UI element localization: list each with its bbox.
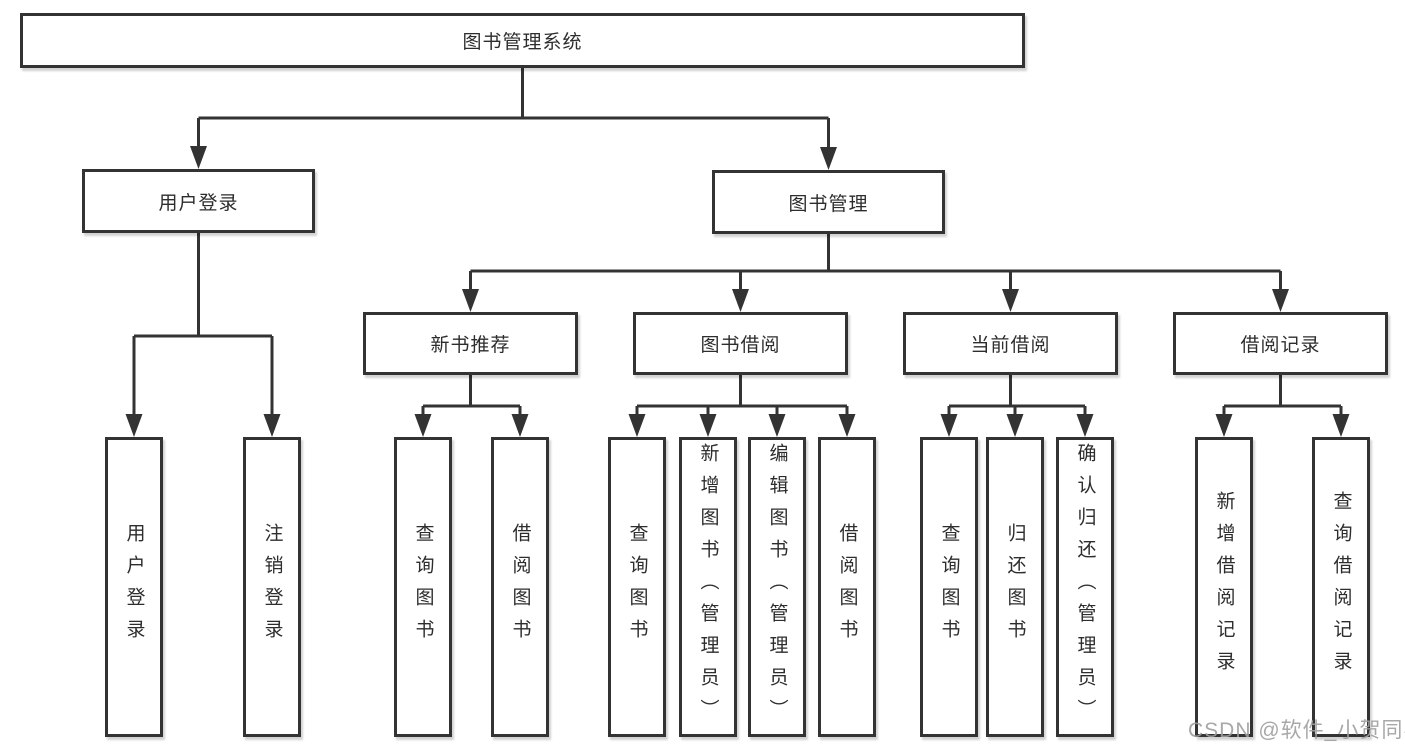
leaf-borrowing-add-books-admin: 新增图书（管理员） <box>679 437 737 737</box>
node-root-system: 图书管理系统 <box>20 13 1025 68</box>
node-current-borrowing: 当前借阅 <box>903 312 1118 375</box>
leaf-current-confirm-return-admin: 确认归还（管理员） <box>1056 437 1114 737</box>
leaf-newrec-query-books: 查询图书 <box>394 437 452 737</box>
leaf-user-login: 用户登录 <box>105 437 163 737</box>
leaf-newrec-query-books-label: 查询图书 <box>412 523 434 651</box>
leaf-current-return-books: 归还图书 <box>986 437 1044 737</box>
csdn-watermark: CSDN @软件_小贺同学 <box>1188 719 1405 742</box>
node-user-login: 用户登录 <box>82 169 315 233</box>
leaf-logout: 注销登录 <box>243 437 301 737</box>
leaf-records-query-borrow-record-label: 查询借阅记录 <box>1330 491 1352 683</box>
leaf-user-login-label: 用户登录 <box>123 523 145 651</box>
leaf-borrowing-borrow-books-label: 借阅图书 <box>836 523 858 651</box>
node-book-management: 图书管理 <box>712 170 945 234</box>
leaf-current-query-books-label: 查询图书 <box>938 523 960 651</box>
node-borrowing-records: 借阅记录 <box>1173 312 1388 375</box>
leaf-records-add-borrow-record-label: 新增借阅记录 <box>1213 491 1235 683</box>
leaf-current-return-books-label: 归还图书 <box>1004 523 1026 651</box>
leaf-logout-label: 注销登录 <box>261 523 283 651</box>
leaf-current-query-books: 查询图书 <box>920 437 978 737</box>
leaf-newrec-borrow-books-label: 借阅图书 <box>509 523 531 651</box>
leaf-borrowing-edit-books-admin-label: 编辑图书（管理员） <box>766 443 788 731</box>
node-new-book-recommend-label: 新书推荐 <box>430 335 511 356</box>
leaf-borrowing-add-books-admin-label: 新增图书（管理员） <box>697 443 719 731</box>
leaf-newrec-borrow-books: 借阅图书 <box>491 437 549 737</box>
node-book-borrowing: 图书借阅 <box>633 312 848 375</box>
leaf-borrowing-borrow-books: 借阅图书 <box>818 437 876 737</box>
node-root-system-label: 图书管理系统 <box>462 32 583 53</box>
node-new-book-recommend: 新书推荐 <box>363 312 578 375</box>
leaf-records-query-borrow-record: 查询借阅记录 <box>1312 437 1370 737</box>
node-user-login-label: 用户登录 <box>158 192 239 214</box>
node-current-borrowing-label: 当前借阅 <box>970 335 1051 356</box>
leaf-borrowing-edit-books-admin: 编辑图书（管理员） <box>748 437 806 737</box>
leaf-borrowing-query-books: 查询图书 <box>608 437 666 737</box>
leaf-records-add-borrow-record: 新增借阅记录 <box>1195 437 1253 737</box>
leaf-current-confirm-return-admin-label: 确认归还（管理员） <box>1074 443 1096 731</box>
node-book-management-label: 图书管理 <box>788 193 869 215</box>
node-borrowing-records-label: 借阅记录 <box>1240 335 1321 356</box>
node-book-borrowing-label: 图书借阅 <box>700 335 781 356</box>
leaf-borrowing-query-books-label: 查询图书 <box>626 523 648 651</box>
